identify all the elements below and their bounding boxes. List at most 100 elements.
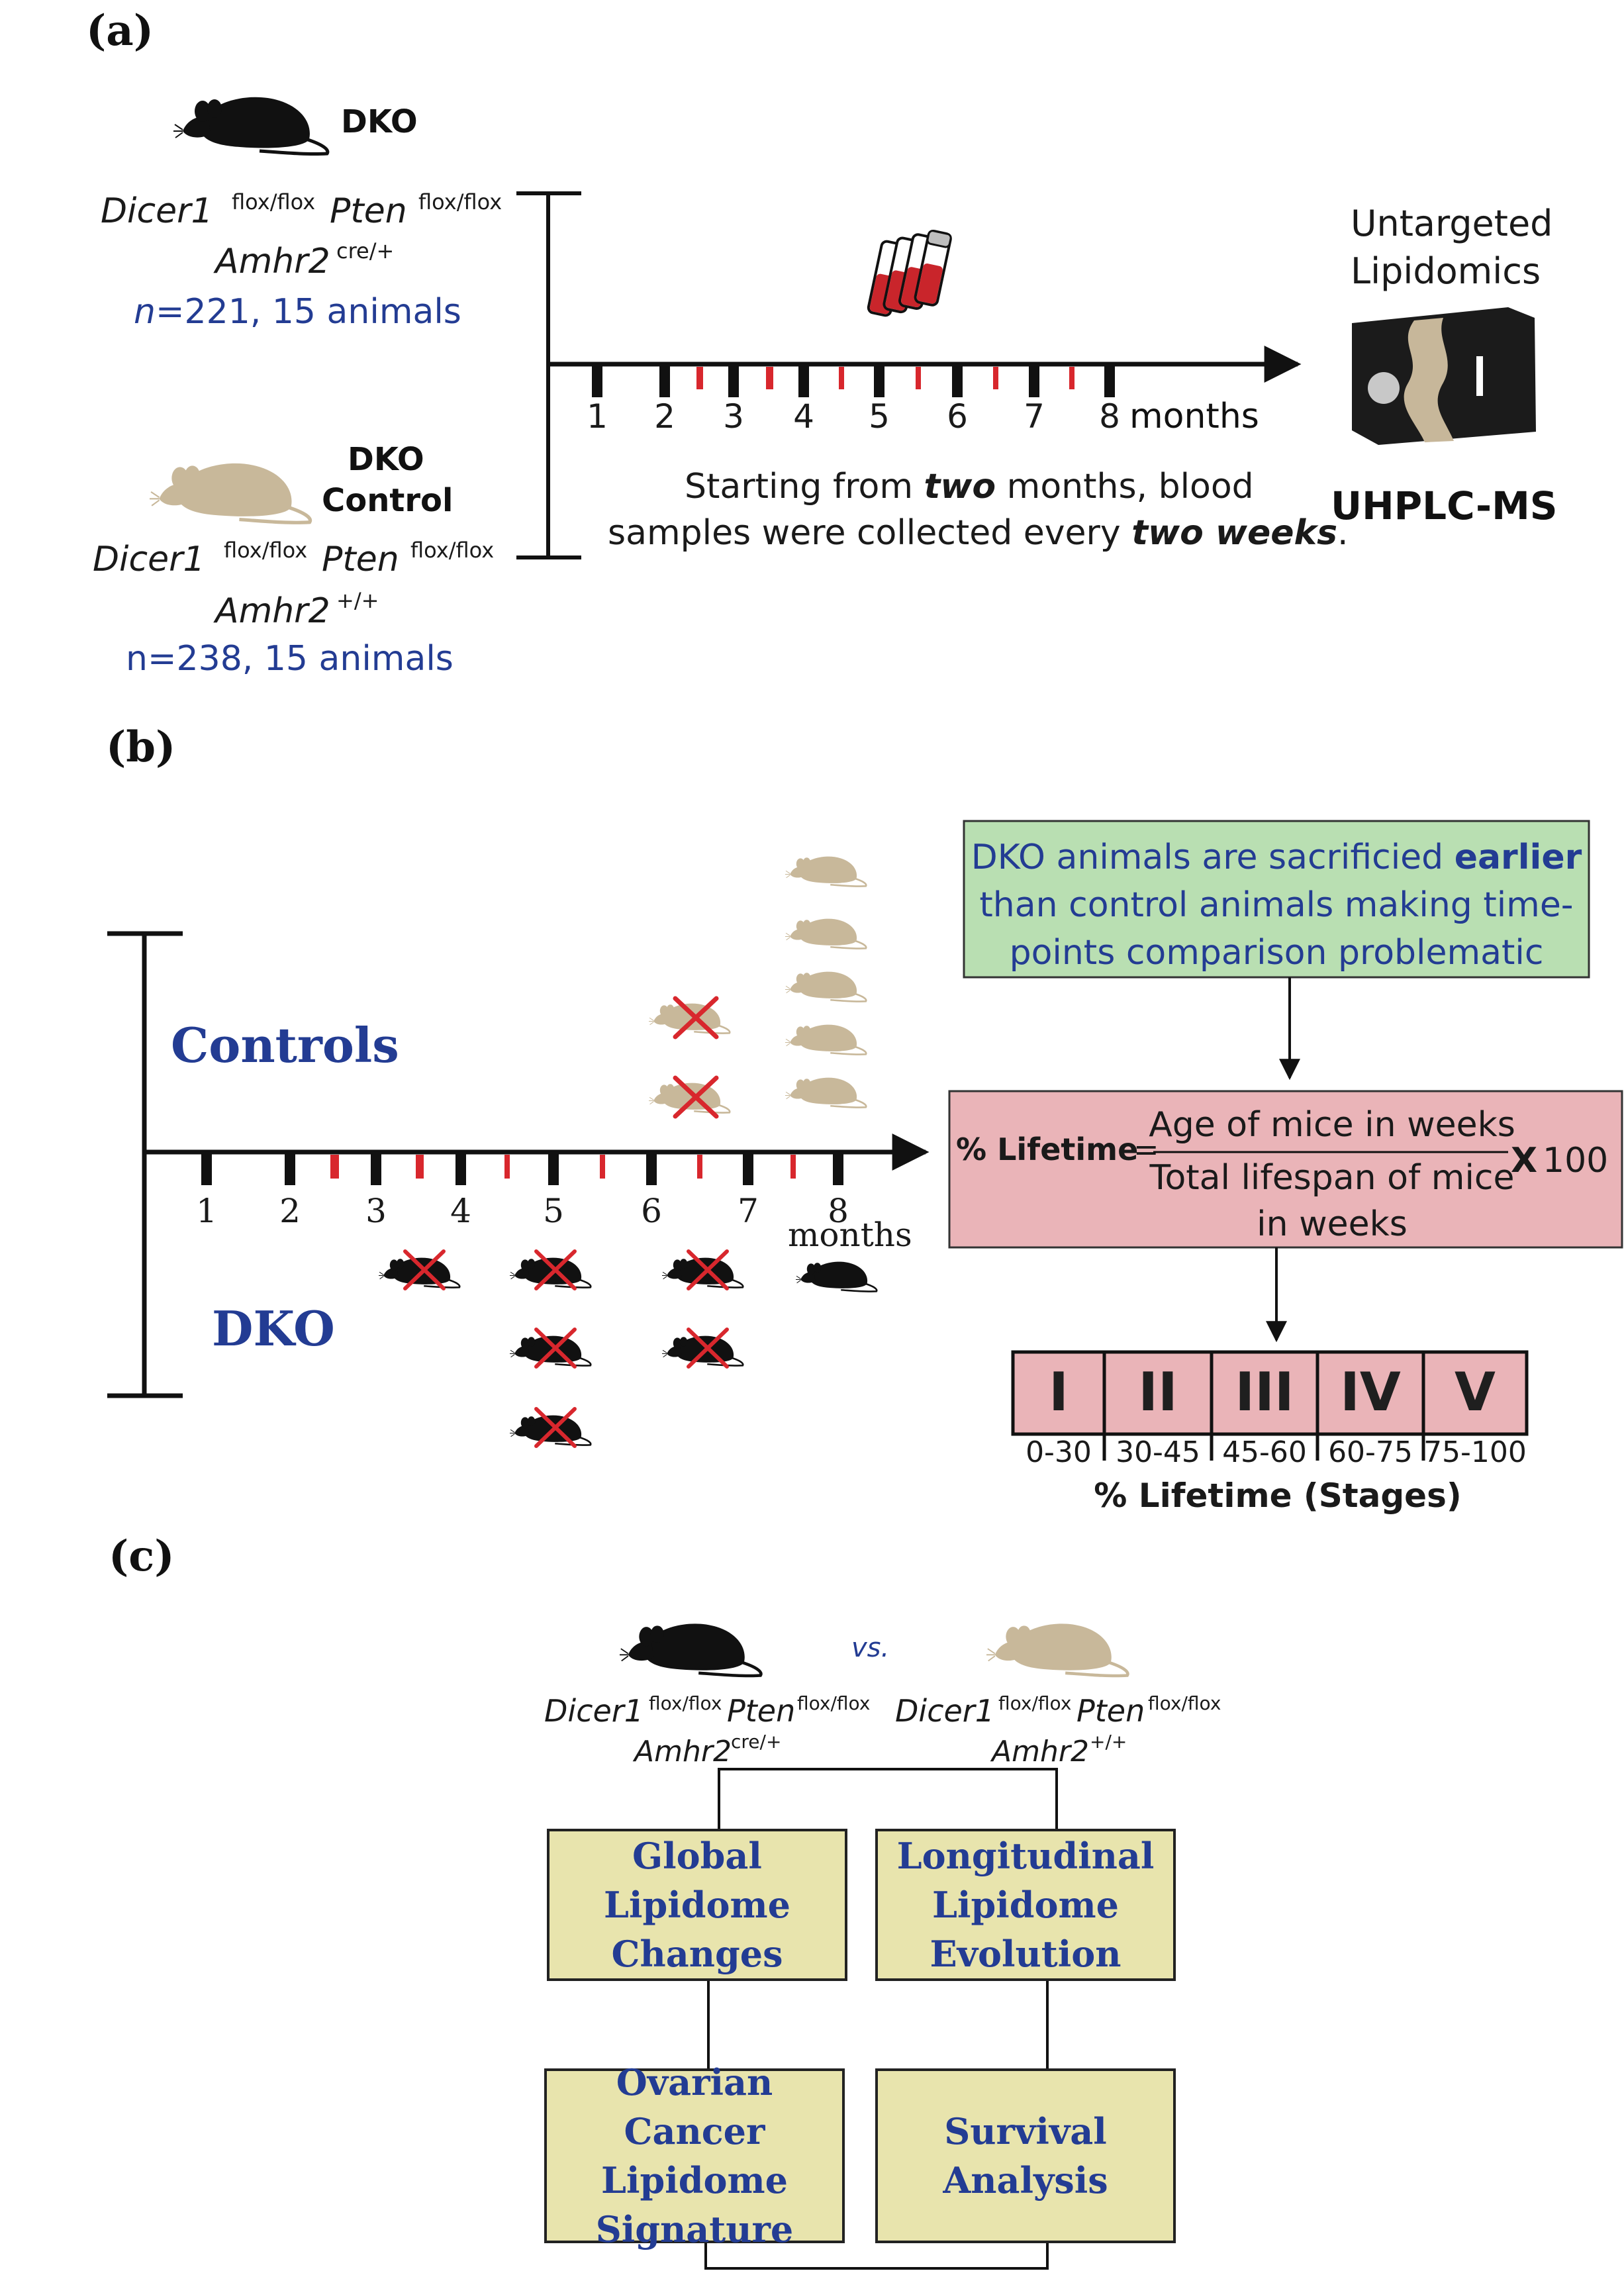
svg-text:points comparison problematic: points comparison problematic (1010, 933, 1544, 973)
month-label: 6 (947, 397, 968, 436)
stage-range: 45-60 (1222, 1435, 1307, 1469)
survival-analysis-box: Survival Analysis (875, 2068, 1176, 2243)
panel-b-months-unit: months (788, 1216, 912, 1254)
month-tick (952, 364, 963, 397)
ovarian-cancer-signature-box: Ovarian Cancer Lipidome Signature (544, 2061, 845, 2250)
sampling-tick (916, 367, 921, 389)
svg-text:Amhr2: Amhr2 (213, 242, 330, 281)
month-label: 5 (869, 397, 890, 436)
month-label: 1 (196, 1192, 217, 1230)
sampling-tick (697, 1155, 702, 1179)
svg-text:Amhr2: Amhr2 (990, 1735, 1089, 1768)
control-mouse-icon (785, 918, 867, 949)
svg-text:flox/flox: flox/flox (232, 189, 315, 215)
svg-text:Pten: Pten (330, 191, 407, 231)
stages-bar (1011, 1350, 1529, 1436)
dko-label: DKO (341, 103, 418, 140)
svg-text:cre/+: cre/+ (731, 1731, 781, 1753)
svg-text:% Lifetime: % Lifetime (956, 1132, 1138, 1167)
month-tick (1104, 364, 1115, 397)
control-mouse-icon (785, 971, 867, 1002)
month-label: 4 (793, 397, 814, 436)
dko-mouse-icon (620, 1623, 761, 1676)
month-tick (371, 1152, 381, 1185)
svg-text:DKO animals are sacrificied ea: DKO animals are sacrificied earlier (971, 838, 1582, 877)
sampling-tick (993, 367, 998, 389)
formula-box (948, 1090, 1623, 1249)
panel-a-months-unit: months (1129, 397, 1259, 436)
svg-text:flox/flox: flox/flox (410, 538, 494, 563)
month-tick (455, 1152, 466, 1185)
dko-mouse-icon (173, 97, 328, 154)
month-label: 8 (1099, 397, 1120, 436)
month-tick (285, 1152, 295, 1185)
svg-text:Amhr2: Amhr2 (632, 1735, 732, 1768)
month-label: 2 (654, 397, 675, 436)
stage-numeral: II (1138, 1361, 1178, 1423)
control-mouse-icon (649, 1082, 731, 1114)
control-label-line1: DKO (348, 441, 424, 478)
control-n: n=238, 15 animals (126, 639, 454, 679)
svg-text:flox/flox: flox/flox (797, 1692, 870, 1714)
svg-text:Amhr2: Amhr2 (213, 591, 330, 631)
month-tick (743, 1152, 753, 1185)
right-genotype: Dicer1 flox/flox Pten flox/flox Amhr2 +/… (895, 1692, 1221, 1768)
month-tick (659, 364, 670, 397)
sampling-tick (330, 1155, 336, 1179)
control-mouse-icon (785, 1024, 867, 1055)
control-mouse-icon (150, 463, 310, 522)
vs-label: vs. (851, 1633, 889, 1663)
green-note-text: DKO animals are sacrificied earlier than… (971, 838, 1582, 973)
stage-range: 0-30 (1026, 1435, 1092, 1469)
svg-text:than control animals making ti: than control animals making time- (979, 885, 1573, 925)
longitudinal-lipidome-box: Longitudinal Lipidome Evolution (875, 1829, 1176, 1981)
control-mouse-icon (986, 1623, 1127, 1676)
month-tick (798, 364, 809, 397)
month-tick (646, 1152, 657, 1185)
svg-text:cre/+: cre/+ (336, 238, 394, 264)
month-tick (201, 1152, 212, 1185)
control-label-line2: Control (322, 482, 453, 519)
svg-text:Dicer1: Dicer1 (895, 1693, 994, 1729)
panel-b-bracket (107, 931, 183, 1398)
dko-mice-group (379, 1257, 878, 1446)
panel-c-label: (c) (109, 1531, 175, 1581)
sampling-tick (790, 1155, 796, 1179)
left-genotype: Dicer1 flox/flox Pten flox/flox Amhr2 cr… (544, 1692, 870, 1768)
sacrificed-cross-icon (403, 1249, 729, 1448)
sampling-tick (418, 1155, 424, 1179)
svg-text:Pten: Pten (1076, 1693, 1145, 1729)
stage-numeral: IV (1340, 1361, 1401, 1423)
svg-text:+/+: +/+ (1090, 1731, 1127, 1753)
month-label: 3 (723, 397, 744, 436)
svg-text:=: = (1133, 1132, 1159, 1167)
sampling-tick (334, 1155, 339, 1179)
sampling-tick (1069, 367, 1075, 389)
dko-n: n=221, 15 animals (134, 292, 461, 332)
month-label: 7 (738, 1192, 759, 1230)
svg-text:X: X (1511, 1141, 1537, 1181)
blood-tubes-icon (867, 230, 952, 317)
stage-range: 75-100 (1423, 1435, 1527, 1469)
month-tick (833, 1152, 843, 1185)
svg-text:flox/flox: flox/flox (1148, 1692, 1221, 1714)
month-label: 1 (587, 397, 608, 436)
stage-numeral: III (1235, 1361, 1294, 1423)
sampling-tick (600, 1155, 605, 1179)
stages-caption: % Lifetime (Stages) (1094, 1476, 1461, 1515)
panel-a-ticks (592, 364, 1115, 397)
svg-text:samples were collected every t: samples were collected every two weeks. (608, 513, 1349, 553)
panel-b-dko-label: DKO (212, 1300, 335, 1357)
month-tick (1029, 364, 1039, 397)
panel-a-label: (a) (86, 6, 154, 56)
controls-label: Controls (171, 1017, 399, 1073)
control-mice-group (649, 855, 867, 1114)
svg-text:flox/flox: flox/flox (418, 189, 502, 215)
control-mouse-icon (785, 855, 867, 887)
instrument-title-line2: Lipidomics (1351, 250, 1541, 292)
instrument-name: UHPLC-MS (1331, 483, 1558, 528)
instrument-title-line1: Untargeted (1351, 203, 1552, 244)
panel-a-bracket (516, 191, 581, 559)
month-label: 7 (1024, 397, 1045, 436)
month-tick (548, 1152, 559, 1185)
